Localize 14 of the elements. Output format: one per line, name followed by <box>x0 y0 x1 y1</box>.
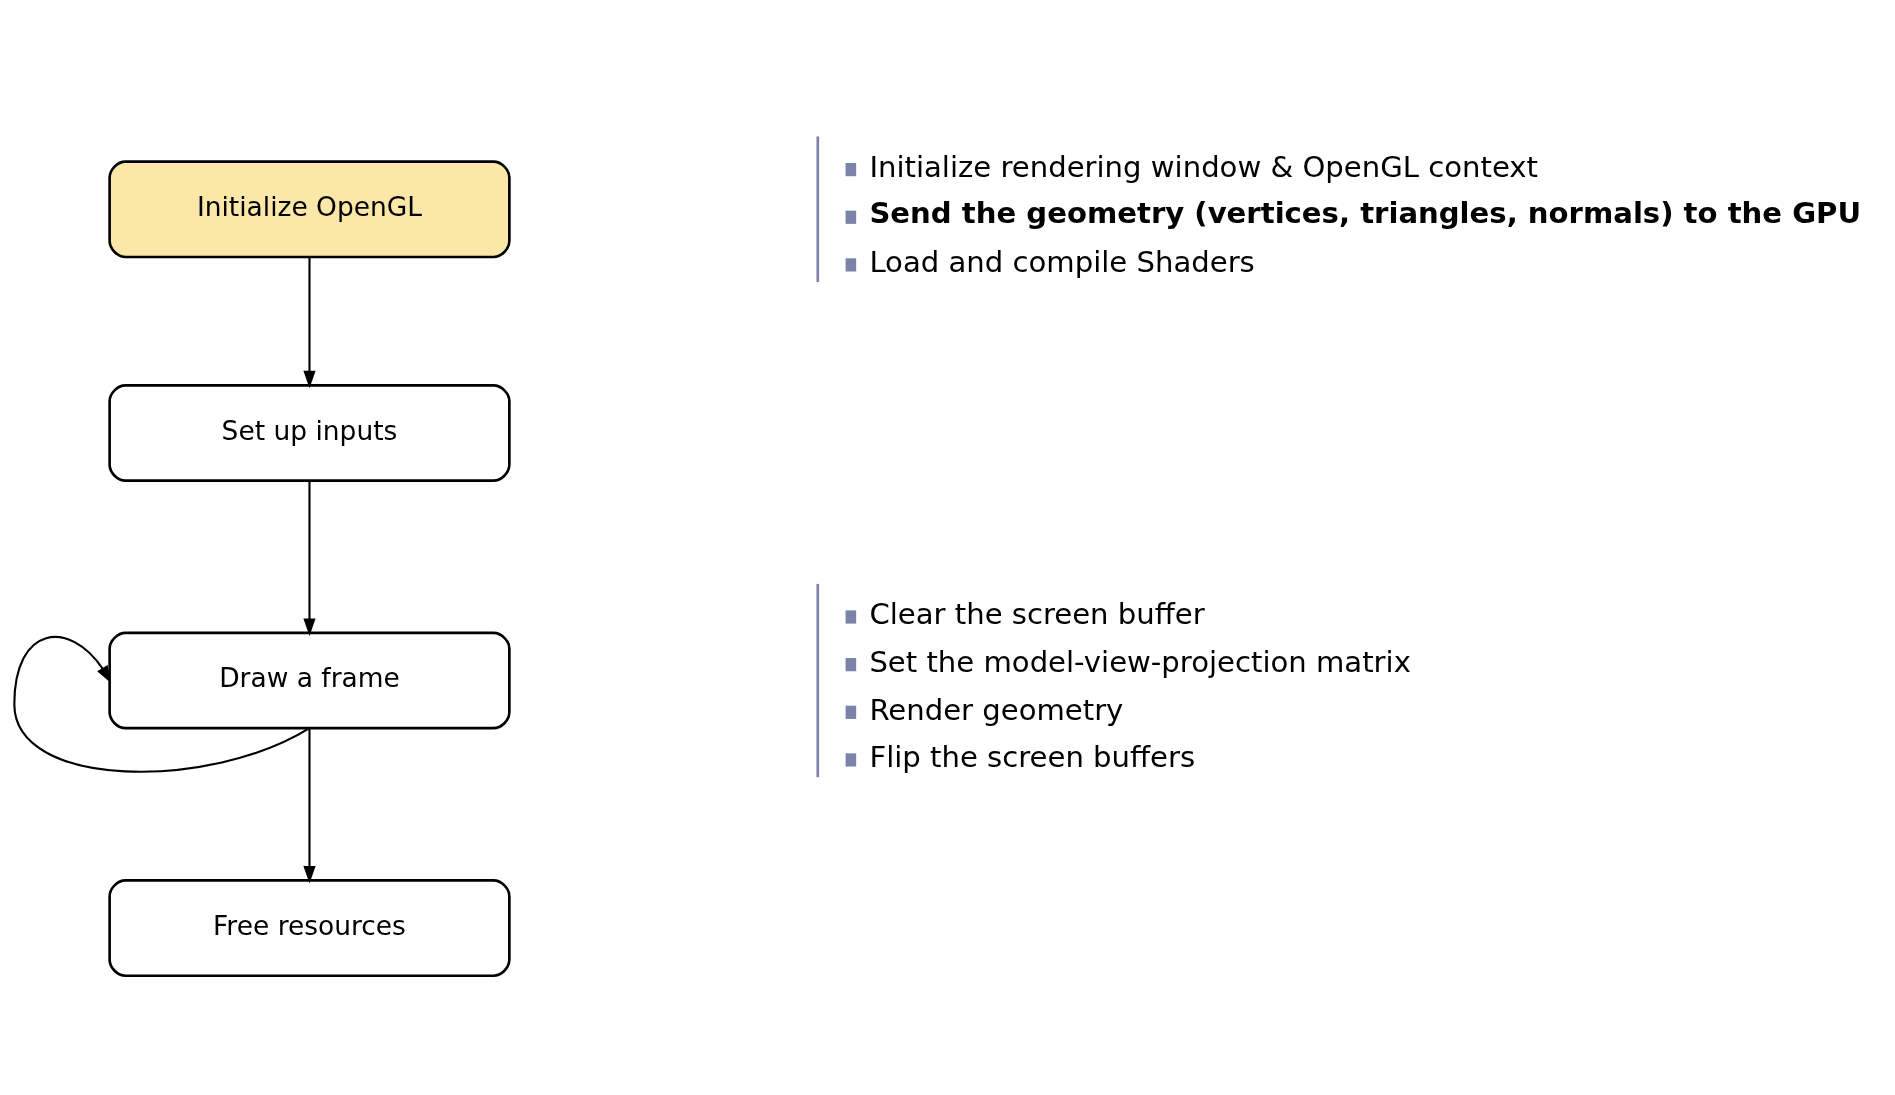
node-box: Draw a frame <box>108 631 511 730</box>
node-box: Initialize OpenGL <box>108 160 511 259</box>
node-label: Render geometry <box>869 692 1124 727</box>
node-label: Clear the screen buffer <box>869 597 1205 632</box>
arrow <box>303 728 316 884</box>
node-label: Initialize rendering window & OpenGL context <box>869 150 1538 185</box>
node-label: Flip the screen buffers <box>869 740 1196 775</box>
node-label: Load and compile Shaders <box>869 245 1255 280</box>
node-label: Set the model-view-projection matrix <box>869 645 1411 680</box>
arrow <box>303 256 316 389</box>
arrow <box>303 480 316 636</box>
node-label: Send the geometry (vertices, triangles, normals) to the GPU <box>869 196 1862 231</box>
node-box: Set up inputs <box>108 384 511 482</box>
node-box: Free resources <box>108 879 511 978</box>
